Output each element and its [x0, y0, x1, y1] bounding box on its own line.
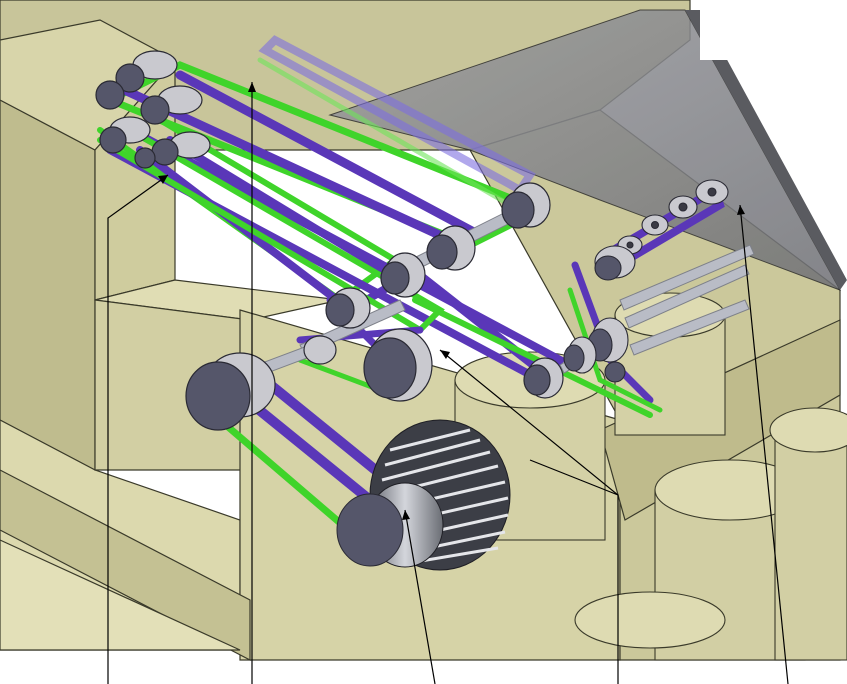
pulley: [303, 335, 337, 365]
belt-faded-green: [257, 57, 513, 208]
callout-line-5: [739, 204, 789, 684]
base-rail-lower: [0, 539, 241, 651]
right-mechanism: [563, 179, 729, 383]
pulley: [695, 179, 729, 205]
belt-faded: [258, 35, 536, 196]
pulley: [140, 85, 203, 125]
belt-long-green: [97, 127, 445, 334]
pulley: [426, 225, 476, 271]
pulley: [501, 182, 551, 229]
pulley: [380, 252, 426, 298]
callout-line-3: [404, 509, 436, 684]
cover-panel-edge: [685, 10, 847, 290]
base-rail: [0, 469, 251, 661]
pulley: [325, 287, 371, 329]
top-right-white-wedge: [700, 0, 847, 280]
belt-right-green: [567, 287, 663, 413]
callout-arrowheads: [158, 82, 745, 520]
pulley-cluster-upper: [95, 50, 211, 169]
pulley: [668, 195, 698, 219]
pulley: [604, 361, 626, 383]
pulley: [523, 357, 564, 399]
motor: [336, 419, 511, 571]
pulley-large-left: [185, 352, 276, 431]
callout-lines: [107, 82, 789, 684]
pulley: [151, 131, 211, 166]
pulley: [134, 147, 156, 169]
belt-motor-green: [216, 416, 364, 544]
callout-line-4b: [529, 459, 619, 496]
pulley: [363, 328, 433, 402]
pulley: [594, 245, 636, 281]
pulley: [563, 336, 597, 374]
callout-line-1: [107, 174, 169, 684]
belt-cross-green: [297, 357, 383, 393]
left-block: [0, 99, 96, 471]
pulley: [641, 214, 669, 236]
pulley: [95, 80, 125, 110]
belt-mid-green: [412, 297, 653, 418]
pulley: [99, 116, 151, 154]
pulley: [115, 50, 178, 93]
pulleys-mid: [303, 182, 564, 402]
